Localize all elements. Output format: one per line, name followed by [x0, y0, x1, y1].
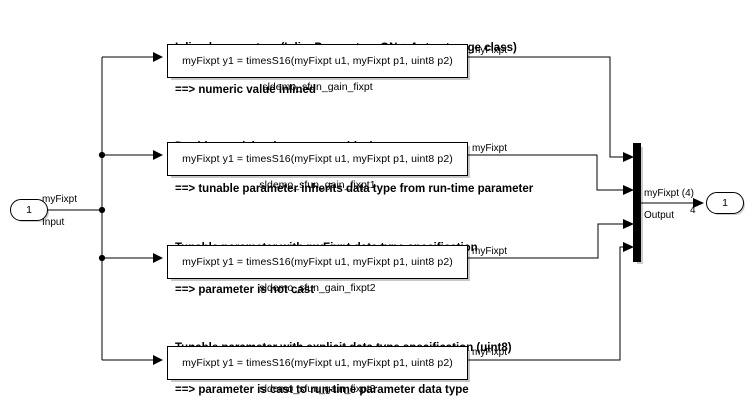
mux-block[interactable]	[633, 143, 641, 262]
input-port-block[interactable]: 1	[10, 199, 48, 221]
sfun-block-3-name: sldemo_sfun_gain_fixpt2	[259, 282, 376, 294]
arrowhead-block-3-in	[153, 253, 163, 263]
sfun-block-4-text: myFixpt y1 = timesS16(myFixpt u1, myFixp…	[182, 357, 453, 369]
arrowhead-block-2-in	[153, 150, 163, 160]
output-signal-label: myFixpt (4)	[644, 188, 694, 199]
input-port-name-label: Input	[42, 217, 65, 228]
sfun-block-4[interactable]: myFixpt y1 = timesS16(myFixpt u1, myFixp…	[167, 346, 468, 380]
sfun-block-2-out-signal-label: myFixpt	[472, 143, 507, 154]
section-4-title-line2: ==> parameter is cast to run-time parame…	[175, 384, 469, 396]
sfun-block-1-name: sldemo_sfun_gain_fixpt	[262, 81, 373, 93]
section-1-title-line2: ==> numeric value inlined	[175, 84, 316, 96]
sfun-block-4-out-signal-label: myFixpt	[472, 347, 507, 358]
bus-junction-dots	[98, 151, 106, 262]
sfun-block-1-text: myFixpt y1 = timesS16(myFixpt u1, myFixp…	[182, 55, 453, 67]
output-signal-width-label: 4	[690, 205, 696, 216]
junction-dot-input	[98, 206, 106, 214]
section-2-title-line2: ==> tunable parameter inherits data type…	[175, 183, 534, 195]
output-port-block[interactable]: 1	[706, 192, 744, 214]
arrowhead-block-4-in	[153, 355, 163, 365]
output-port-name-label: Output	[644, 210, 675, 221]
sfun-block-1-out-signal-label: myFixpt	[472, 45, 507, 56]
junction-dot-block-2	[98, 151, 106, 159]
sfun-block-2-name: sldemo_sfun_gain_fixpt1	[259, 179, 376, 191]
sfun-block-2-text: myFixpt y1 = timesS16(myFixpt u1, myFixp…	[182, 153, 453, 165]
sfun-block-3-out-signal-label: myFixpt	[472, 246, 507, 257]
sfun-block-4-name: sldemo_sfun_gain_fixpt3	[259, 383, 376, 395]
sfun-block-2[interactable]: myFixpt y1 = timesS16(myFixpt u1, myFixp…	[167, 142, 468, 176]
sfun-block-3[interactable]: myFixpt y1 = timesS16(myFixpt u1, myFixp…	[167, 245, 468, 279]
section-3-title-line2: ==> parameter is not cast	[175, 284, 315, 296]
input-port-number: 1	[26, 204, 32, 216]
output-port-number: 1	[722, 197, 728, 209]
sfun-block-3-text: myFixpt y1 = timesS16(myFixpt u1, myFixp…	[182, 256, 453, 268]
input-signal-label: myFixpt	[42, 194, 77, 205]
arrowhead-block-1-in	[153, 52, 163, 62]
sfun-block-1[interactable]: myFixpt y1 = timesS16(myFixpt u1, myFixp…	[167, 44, 468, 78]
junction-dot-block-3	[98, 254, 106, 262]
